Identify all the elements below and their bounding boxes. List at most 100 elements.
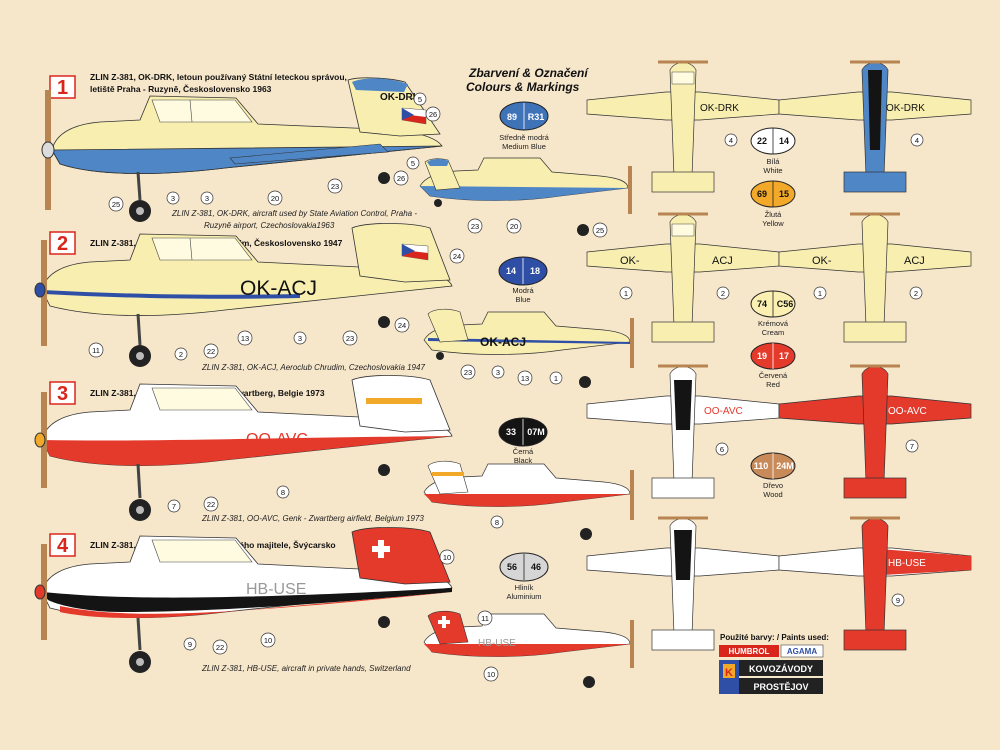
plan-1-top-registration: OK-DRK [700, 103, 739, 114]
scheme-2-desc-en: ZLIN Z-381, OK-ACJ, Aeroclub Chrudim, Cz… [201, 363, 425, 372]
callout-7-b: 7 [905, 439, 919, 453]
paint-5-code-b: C56 [777, 299, 794, 309]
paint-cream: 74 C56 Krémová Cream [750, 290, 796, 337]
paint-9-name-cz: Hliník [515, 583, 534, 592]
paint-7-name-cz: Černá [513, 447, 534, 456]
callout-5-a: 5 [405, 92, 427, 106]
paints-used-label: Použité barvy: / Paints used: [720, 633, 829, 642]
side-view-3: OO-AVC [34, 375, 453, 521]
scheme-1-number: 1 [57, 77, 68, 99]
plan-2-bottom-reg-right: ACJ [904, 255, 925, 267]
plan-4-top [586, 516, 780, 651]
paint-3-name-cz: Žlutá [765, 210, 783, 219]
callout-13-a: 13 [237, 330, 253, 346]
paint-3-name-en: Yellow [762, 219, 784, 228]
paint-medium-blue: 89 R31 Středně modrá Medium Blue [499, 101, 550, 151]
plan-1-bottom-registration: OK-DRK [886, 103, 925, 114]
svg-text:10: 10 [443, 553, 451, 562]
scheme-4: 4 ZLIN Z-381, HB-USE, letoun soukromého … [34, 527, 634, 688]
paint-5-name-cz: Krémová [758, 319, 789, 328]
scheme-1-desc-cz-2: letiště Praha - Ruzyně, Československo 1… [90, 83, 272, 94]
scheme-1: 1 ZLIN Z-381, OK-DRK, letoun používaný S… [41, 72, 632, 236]
paint-9-code-a: 56 [507, 562, 517, 572]
paint-3-code-a: 69 [757, 189, 767, 199]
plan-2-top: OK- ACJ [586, 212, 780, 343]
svg-text:23: 23 [346, 334, 354, 343]
plan-1-bottom: OK-DRK [778, 60, 972, 193]
callout-2-a: 2 [174, 347, 188, 361]
paint-2-code-a: 22 [757, 136, 767, 146]
svg-text:4: 4 [915, 136, 919, 145]
svg-text:11: 11 [481, 614, 489, 623]
plan-2-top-reg-left: OK- [620, 255, 640, 267]
svg-text:25: 25 [112, 200, 120, 209]
svg-text:8: 8 [495, 518, 499, 527]
callout-22-b: 22 [203, 496, 219, 512]
paint-8-code-b: 24M [776, 461, 794, 471]
svg-text:9: 9 [896, 596, 900, 605]
callout-8-a: 8 [276, 485, 290, 499]
side-4-small-registration: HB-USE [478, 638, 516, 649]
kovozavody-logo-icon: K [725, 667, 733, 679]
callouts: 5 26 3 3 20 23 25 5 26 23 20 25 4 4 24 1… [88, 92, 924, 682]
paint-6-code-a: 19 [757, 351, 767, 361]
svg-text:26: 26 [429, 110, 437, 119]
paint-1-code-a: 89 [507, 112, 517, 122]
callout-22-c: 22 [212, 639, 228, 655]
svg-text:6: 6 [720, 445, 724, 454]
paint-aluminium: 56 46 Hliník Aluminium [499, 552, 549, 601]
callout-23-c: 23 [342, 330, 358, 346]
svg-text:26: 26 [397, 174, 405, 183]
paint-4-code-b: 18 [530, 266, 540, 276]
plan-1-top: OK-DRK [586, 60, 780, 193]
scheme-1-desc-en-2: Ruzyně airport, Czechoslovakia1963 [204, 221, 335, 230]
svg-text:23: 23 [464, 368, 472, 377]
plan-3-top: OO-AVC [586, 364, 780, 499]
callout-2-b: 2 [716, 286, 730, 300]
callout-3-a: 3 [166, 191, 180, 205]
paint-white: 22 14 Bílá White [750, 127, 796, 175]
scheme-3-number: 3 [57, 383, 68, 405]
callout-23-b: 23 [467, 218, 483, 234]
callout-24-a: 25 [108, 196, 124, 212]
svg-text:3: 3 [298, 334, 302, 343]
callout-24-b: 25 [592, 222, 608, 238]
brand-agama: AGAMA [787, 647, 817, 656]
side-2-small-registration: OK-ACJ [480, 335, 526, 349]
paint-8-name-en: Wood [763, 490, 782, 499]
plan-3-bottom-registration: OO-AVC [888, 406, 927, 417]
title-cz: Zbarvení & Označení [468, 66, 589, 80]
paint-blue: 14 18 Modrá Blue [498, 256, 548, 304]
paint-7-name-en: Black [514, 456, 533, 465]
callout-11-a: 10 [439, 549, 455, 565]
brand-humbrol: HUMBROL [729, 647, 770, 656]
svg-text:20: 20 [510, 222, 518, 231]
svg-text:3: 3 [496, 368, 500, 377]
svg-text:2: 2 [721, 289, 725, 298]
paint-1-name-cz: Středně modrá [499, 133, 549, 142]
svg-text:5: 5 [418, 95, 422, 104]
svg-text:2: 2 [914, 289, 918, 298]
callout-13-b: 13 [517, 370, 533, 386]
svg-text:22: 22 [207, 500, 215, 509]
svg-text:11: 11 [92, 346, 100, 355]
brand-prostejov: PROSTĚJOV [753, 681, 808, 692]
paint-2-name-cz: Bílá [767, 157, 781, 166]
scheme-1-desc-cz-1: ZLIN Z-381, OK-DRK, letoun používaný Stá… [90, 72, 347, 82]
paint-black: 33 07M Černá Black [498, 417, 548, 465]
scheme-2-number: 2 [57, 233, 68, 255]
paint-4-name-en: Blue [515, 295, 530, 304]
paint-8-code-a: 110 [754, 461, 769, 471]
callout-9-b: 9 [891, 593, 905, 607]
svg-text:3: 3 [205, 194, 209, 203]
svg-text:24: 24 [398, 321, 406, 330]
paint-2-name-en: White [763, 166, 782, 175]
side-1-registration: OK-DRK [380, 92, 421, 103]
callout-25-a: 24 [449, 248, 465, 264]
svg-text:22: 22 [207, 347, 215, 356]
svg-text:4: 4 [729, 136, 733, 145]
paint-7-code-a: 33 [506, 427, 516, 437]
side-3-registration: OO-AVC [246, 431, 308, 448]
svg-text:24: 24 [453, 252, 461, 261]
paint-wood: 110 24M Dřevo Wood [750, 452, 796, 499]
